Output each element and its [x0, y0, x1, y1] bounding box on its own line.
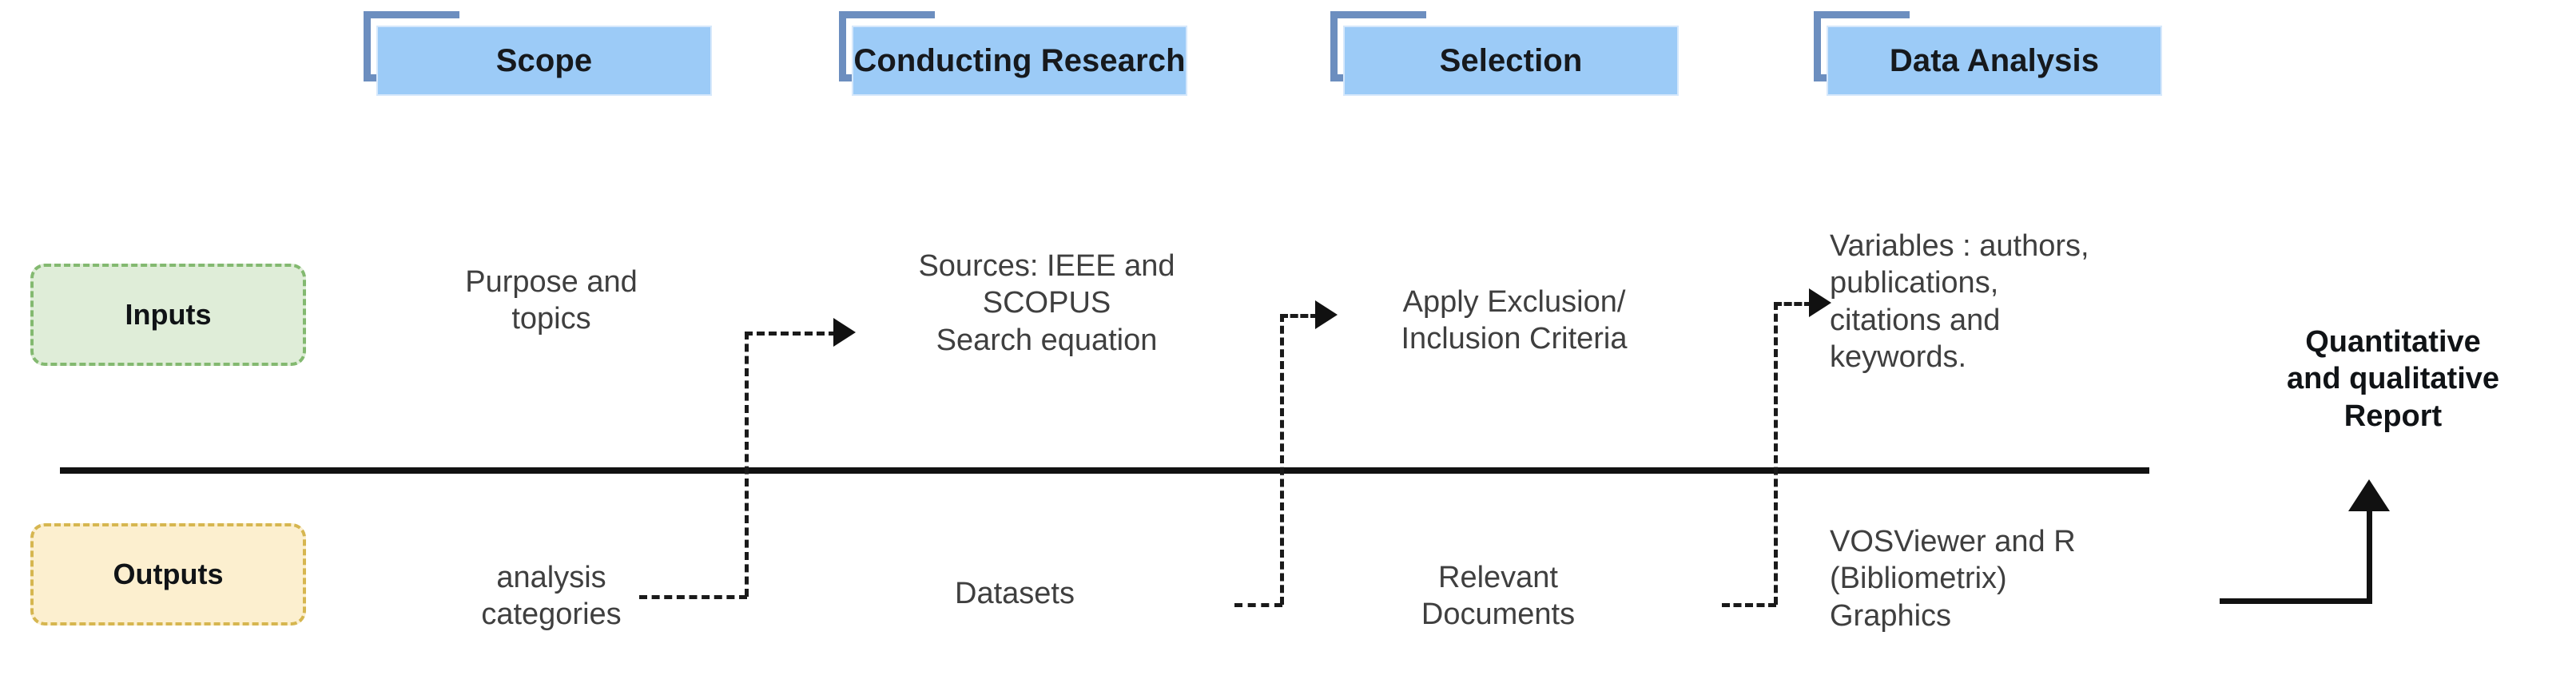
input-cell-selection: Apply Exclusion/ Inclusion Criteria — [1401, 285, 1628, 356]
output-cell-conducting-research: Datasets — [955, 577, 1075, 610]
output-cell-selection: Relevant Documents — [1421, 561, 1576, 632]
row-label-inputs-text: Inputs — [125, 298, 212, 331]
phase-label: Conducting Research — [853, 42, 1186, 78]
final-arrow-arrowhead-icon — [2348, 479, 2390, 511]
phase-plate: Scope — [376, 26, 712, 96]
final-arrow-horizontal — [2220, 598, 2371, 604]
connector-1-horizontal-lower — [639, 595, 747, 599]
phase-plate: Conducting Research — [852, 26, 1187, 96]
phase-box-selection[interactable]: Selection — [1330, 11, 1679, 96]
input-cell-scope: Purpose and topics — [465, 265, 638, 336]
connector-2-horizontal-lower — [1234, 603, 1282, 607]
phase-plate: Data Analysis — [1827, 26, 2162, 96]
connector-3-vertical — [1774, 302, 1778, 605]
connector-2-arrowhead-icon — [1315, 300, 1338, 329]
input-cell-conducting-research: Sources: IEEE and SCOPUS Search equation — [918, 249, 1175, 357]
connector-2-vertical — [1280, 314, 1284, 605]
input-cell-data-analysis: Variables : authors, publications, citat… — [1830, 229, 2089, 375]
final-arrow-vertical — [2367, 510, 2372, 604]
connector-1-vertical — [745, 332, 749, 597]
phase-plate: Selection — [1343, 26, 1679, 96]
output-cell-scope: analysis categories — [481, 561, 622, 632]
output-cell-data-analysis: VOSViewer and R (Bibliometrix) Graphics — [1830, 525, 2076, 633]
phase-box-data-analysis[interactable]: Data Analysis — [1814, 11, 2162, 96]
connector-3-horizontal-lower — [1722, 603, 1776, 607]
phase-box-conducting-research[interactable]: Conducting Research — [839, 11, 1187, 96]
connector-2-horizontal-upper — [1280, 314, 1318, 318]
connector-1-arrowhead-icon — [833, 318, 856, 347]
row-label-inputs[interactable]: Inputs — [30, 264, 306, 366]
row-label-outputs[interactable]: Outputs — [30, 523, 306, 626]
timeline-axis — [60, 467, 2149, 474]
row-label-outputs-text: Outputs — [113, 558, 224, 590]
phase-label: Selection — [1439, 42, 1583, 78]
phase-label: Data Analysis — [1889, 42, 2100, 78]
phase-box-scope[interactable]: Scope — [364, 11, 712, 96]
connector-3-horizontal-upper — [1774, 302, 1812, 306]
connector-3-arrowhead-icon — [1809, 288, 1831, 317]
final-report-label: Quantitative and qualitative Report — [2286, 325, 2500, 433]
connector-1-horizontal-upper — [745, 332, 837, 336]
phase-label: Scope — [495, 42, 593, 78]
